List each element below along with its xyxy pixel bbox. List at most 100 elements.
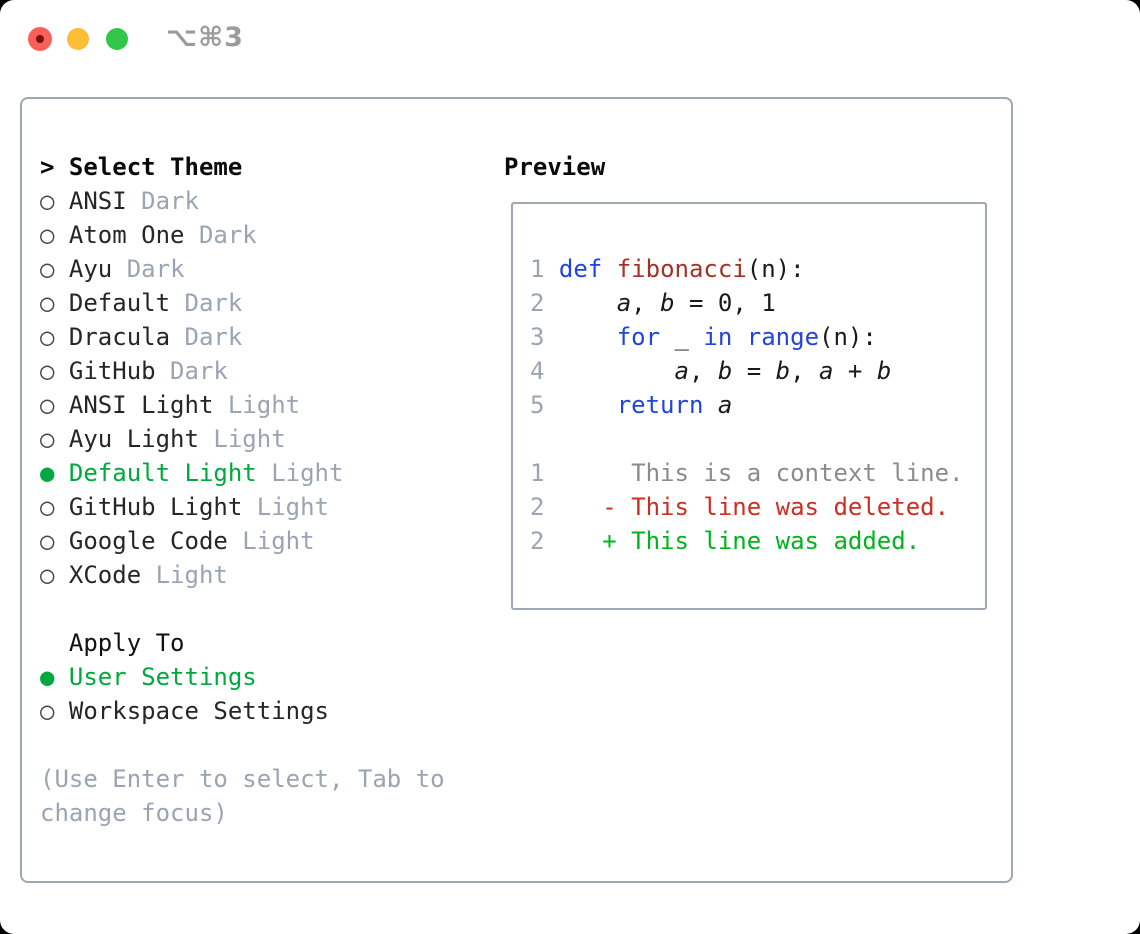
- token-kw: for: [616, 323, 661, 351]
- line-number: 2: [530, 527, 559, 555]
- hint-text: change focus): [40, 799, 228, 827]
- apply-to-indent: [40, 629, 69, 657]
- radio-unselected-icon: ○: [40, 323, 69, 351]
- spacer: [40, 728, 445, 762]
- theme-variant: Dark: [170, 289, 243, 317]
- token-pl: [559, 289, 617, 317]
- theme-option-xcode[interactable]: ○ XCode Light: [40, 558, 445, 592]
- code-line: 1 def fibonacci(n):: [530, 252, 985, 286]
- token-var: a: [717, 391, 733, 419]
- token-var: a: [819, 357, 834, 385]
- hint-text: (Use Enter to select, Tab to: [40, 765, 445, 793]
- radio-unselected-icon: ○: [40, 561, 69, 589]
- theme-option-google-code[interactable]: ○ Google Code Light: [40, 524, 445, 558]
- line-number: [530, 425, 559, 453]
- radio-selected-icon: ●: [40, 663, 69, 691]
- radio-unselected-icon: ○: [40, 527, 69, 555]
- apply-to-header: Apply To: [40, 626, 445, 660]
- theme-option-default[interactable]: ○ Default Dark: [40, 286, 445, 320]
- token-pl: [559, 391, 617, 419]
- token-ctx: This is a context line.: [558, 459, 964, 487]
- token-var: a: [616, 289, 632, 317]
- token-pl: [732, 323, 746, 351]
- theme-variant: Dark: [184, 221, 257, 249]
- radio-unselected-icon: ○: [40, 493, 69, 521]
- token-var: a: [674, 357, 689, 385]
- token-pl: (n):: [819, 323, 877, 351]
- close-button[interactable]: [28, 27, 52, 51]
- code-line: 4 a, b = b, a + b: [530, 354, 985, 388]
- preview-title: Preview: [504, 153, 606, 181]
- theme-variant: Light: [213, 391, 301, 419]
- token-pl: ,: [688, 357, 718, 385]
- theme-name: Atom One: [68, 221, 185, 249]
- theme-variant: Dark: [170, 323, 243, 351]
- apply-option-name: User Settings: [68, 663, 257, 691]
- theme-option-dracula[interactable]: ○ Dracula Dark: [40, 320, 445, 354]
- radio-unselected-icon: ○: [40, 221, 69, 249]
- token-pl: [559, 357, 675, 385]
- theme-picker-panel: > Select Theme○ ANSI Dark○ Atom One Dark…: [20, 97, 1013, 883]
- select-theme-label: Select Theme: [68, 153, 243, 181]
- theme-option-default-light[interactable]: ● Default Light Light: [40, 456, 445, 490]
- token-kw: in: [703, 323, 733, 351]
- token-pl: +: [833, 357, 877, 385]
- token-var: b: [717, 357, 733, 385]
- apply-to-label: Apply To: [68, 629, 185, 657]
- radio-unselected-icon: ○: [40, 255, 69, 283]
- line-number: 1: [530, 255, 559, 283]
- apply-option-name: Workspace Settings: [68, 697, 329, 725]
- theme-name: GitHub Light: [68, 493, 243, 521]
- theme-option-ayu-light[interactable]: ○ Ayu Light Light: [40, 422, 445, 456]
- diff-context-line: 1 This is a context line.: [530, 456, 985, 490]
- token-kw: def: [558, 255, 603, 283]
- radio-unselected-icon: ○: [40, 187, 69, 215]
- apply-option-workspace-settings[interactable]: ○ Workspace Settings: [40, 694, 445, 728]
- apply-option-user-settings[interactable]: ● User Settings: [40, 660, 445, 694]
- theme-variant: Light: [256, 459, 344, 487]
- focus-caret-icon: >: [40, 153, 69, 181]
- close-button-dot-icon: [36, 35, 44, 43]
- token-add: + This line was added.: [558, 527, 921, 555]
- code-line: 2 a, b = 0, 1: [530, 286, 985, 320]
- theme-variant: Light: [141, 561, 228, 589]
- token-fn: fibonacci: [616, 255, 747, 283]
- diff-added-line: 2 + This line was added.: [530, 524, 985, 558]
- theme-option-ayu[interactable]: ○ Ayu Dark: [40, 252, 445, 286]
- theme-name: Google Code: [68, 527, 228, 555]
- theme-list: > Select Theme○ ANSI Dark○ Atom One Dark…: [40, 150, 445, 830]
- token-pl: ,: [631, 289, 661, 317]
- token-kw: return: [616, 391, 704, 419]
- theme-option-github[interactable]: ○ GitHub Dark: [40, 354, 445, 388]
- line-number: 2: [530, 493, 559, 521]
- code-line: 3 for _ in range(n):: [530, 320, 985, 354]
- token-pl: [703, 391, 717, 419]
- zoom-button[interactable]: [106, 28, 128, 50]
- line-number: 3: [530, 323, 559, 351]
- token-pl: [602, 255, 616, 283]
- theme-option-github-light[interactable]: ○ GitHub Light Light: [40, 490, 445, 524]
- token-pl: [559, 323, 617, 351]
- theme-variant: Light: [242, 493, 329, 521]
- theme-option-atom-one[interactable]: ○ Atom One Dark: [40, 218, 445, 252]
- code-line: 5 return a: [530, 388, 985, 422]
- theme-option-ansi[interactable]: ○ ANSI Dark: [40, 184, 445, 218]
- theme-variant: Dark: [112, 255, 185, 283]
- diff-deleted-line: 2 - This line was deleted.: [530, 490, 985, 524]
- theme-variant: Light: [198, 425, 286, 453]
- token-var: b: [775, 357, 791, 385]
- theme-name: Default: [68, 289, 171, 317]
- minimize-button[interactable]: [67, 28, 89, 50]
- theme-name: ANSI Light: [68, 391, 214, 419]
- theme-option-ansi-light[interactable]: ○ ANSI Light Light: [40, 388, 445, 422]
- theme-name: GitHub: [68, 357, 156, 385]
- radio-selected-icon: ●: [40, 459, 69, 487]
- theme-variant: Dark: [126, 187, 199, 215]
- spacer: [40, 592, 445, 626]
- radio-unselected-icon: ○: [40, 289, 69, 317]
- token-var: b: [660, 289, 675, 317]
- line-number: 5: [530, 391, 559, 419]
- radio-unselected-icon: ○: [40, 425, 69, 453]
- line-number: 4: [530, 357, 559, 385]
